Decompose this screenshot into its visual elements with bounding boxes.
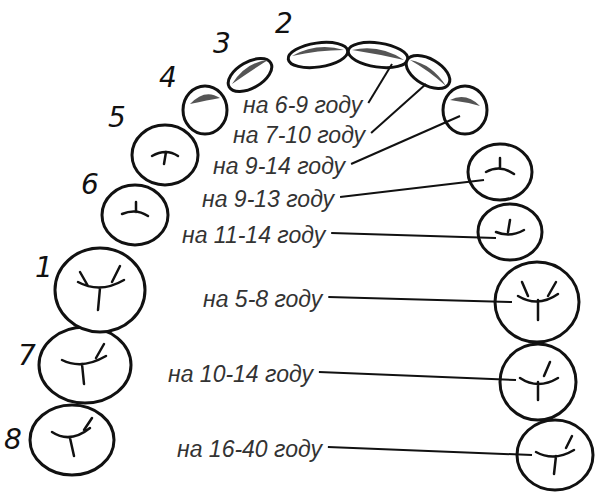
eruption-age-label: на 5-8 году (203, 287, 322, 312)
eruption-age-label: на 10-14 году (168, 362, 313, 387)
callout-number: 1 (35, 253, 53, 284)
leader-line (328, 297, 512, 302)
callout-number: 2 (275, 9, 293, 40)
eruption-age-label: на 16-40 году (177, 437, 322, 462)
eruption-age-label: на 9-13 году (202, 187, 334, 212)
callout-number: 4 (159, 63, 177, 94)
eruption-age-label: на 9-14 году (213, 154, 345, 179)
leader-line (340, 180, 484, 197)
callout-number: 8 (4, 425, 22, 456)
leader-line (368, 64, 392, 103)
leader-line (351, 116, 460, 164)
callout-number: 6 (81, 170, 99, 201)
callout-number: 7 (18, 341, 36, 372)
leader-line (319, 372, 516, 380)
leader-line (328, 447, 532, 455)
leader-line (331, 233, 496, 238)
eruption-age-label: на 6-9 году (243, 93, 362, 118)
eruption-age-label: на 11-14 году (182, 223, 325, 248)
callout-number: 3 (213, 29, 231, 60)
leader-line (371, 84, 426, 133)
eruption-age-label: на 7-10 году (233, 123, 365, 148)
callout-number: 5 (108, 103, 126, 134)
